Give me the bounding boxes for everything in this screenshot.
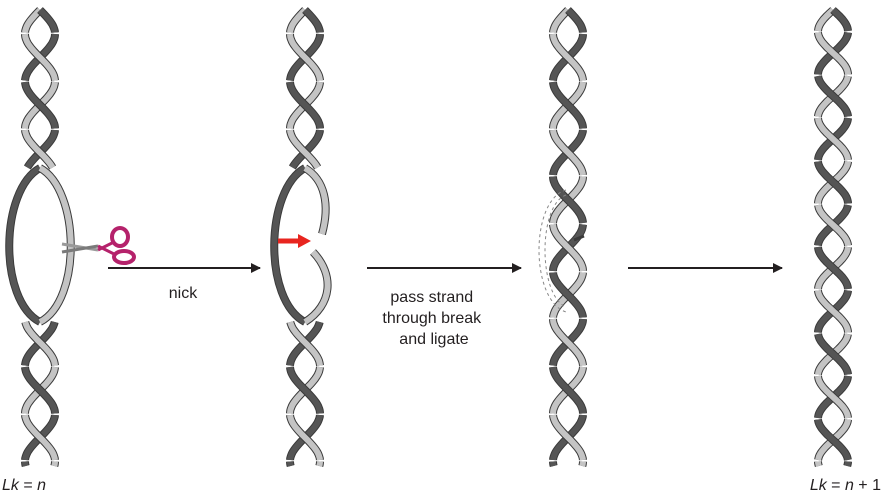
dark-strand-front (550, 366, 586, 414)
light-strand-back (316, 461, 323, 467)
dark-strand-front (287, 461, 294, 467)
light-strand-front (22, 414, 58, 461)
dark-strand-front (565, 7, 586, 33)
dark-strand-front (287, 81, 323, 129)
light-strand-front (550, 224, 586, 272)
strand-path-dashed-inner (544, 194, 567, 308)
dark-strand-front (550, 461, 557, 467)
bubble-strand-left-outline (5, 164, 43, 326)
linking-number-start: Lk = n (2, 477, 46, 494)
light-strand-back (287, 7, 308, 33)
nick-caption: nick (169, 285, 198, 302)
light-strand-front (22, 33, 58, 81)
strand-passage-helix (538, 7, 587, 468)
light-strand-front (550, 33, 586, 81)
relaxed-helix-with-bubble (5, 7, 75, 468)
light-strand-front (22, 321, 58, 366)
dark-strand-front (550, 81, 586, 129)
light-strand-front (550, 318, 586, 366)
nicked-strand-lower (303, 249, 331, 325)
dark-strand-front (550, 272, 586, 318)
light-strand-front (815, 290, 851, 333)
light-strand-back (22, 7, 43, 33)
dark-strand-front (287, 366, 323, 414)
dark-strand-front (815, 419, 851, 461)
light-strand-front (22, 129, 56, 170)
light-strand-front (550, 129, 586, 176)
dark-strand-front (815, 333, 851, 375)
ligated-helix (814, 7, 852, 468)
dark-strand-back (844, 461, 851, 467)
light-strand-front (815, 32, 851, 75)
pass-strand-caption: pass strand through break and ligate (382, 289, 485, 348)
light-strand-front (815, 117, 851, 161)
dark-strand-front (22, 366, 58, 414)
light-strand-back (550, 7, 571, 33)
strand-break-end (573, 234, 585, 242)
dark-strand-front (22, 81, 58, 129)
dark-strand-back (289, 129, 323, 170)
light-strand-front (815, 375, 851, 419)
light-strand-front (550, 414, 586, 461)
nicked-strand-upper (303, 165, 329, 235)
caption-line-2: through break (382, 310, 482, 327)
nicked-helix (270, 7, 332, 468)
light-strand-front (815, 461, 822, 467)
linking-number-end: Lk = n + 1 (810, 477, 881, 494)
light-strand-front (287, 414, 323, 461)
light-strand-front (815, 204, 851, 246)
dark-strand-front (815, 161, 851, 204)
dark-strand-front (302, 7, 323, 33)
light-strand-back (579, 461, 586, 467)
dark-strand-front (815, 246, 851, 290)
scissors-icon (61, 226, 136, 265)
red-arrow-icon (278, 234, 311, 248)
light-strand-front (287, 321, 323, 366)
bubble-strand-left (6, 165, 42, 325)
nicked-bubble-left (271, 165, 307, 325)
caption-line-1: pass strand (390, 289, 473, 306)
dark-strand-front (550, 176, 586, 224)
light-strand-front (287, 129, 321, 170)
dark-strand-front (815, 75, 851, 117)
dark-strand-front (22, 461, 29, 467)
light-strand-front (287, 33, 323, 81)
dark-strand-front (37, 7, 58, 33)
light-strand-back (815, 7, 836, 32)
dark-strand-back (24, 129, 58, 170)
dark-strand-front (830, 7, 851, 32)
strand-path-dashed-outer (538, 189, 567, 313)
caption-line-3: and ligate (399, 331, 468, 348)
light-strand-back (51, 461, 58, 467)
